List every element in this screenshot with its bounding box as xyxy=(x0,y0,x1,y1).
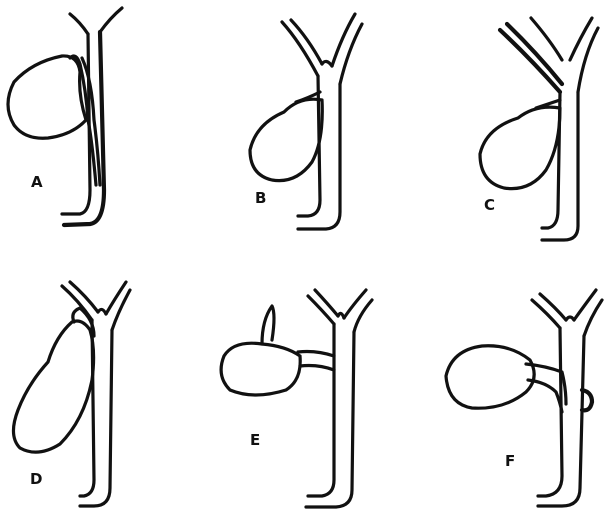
panel-b: B xyxy=(250,14,362,229)
panel-e: E xyxy=(221,290,372,507)
panel-c: C xyxy=(480,18,598,240)
panel-label-e: E xyxy=(250,431,260,449)
gallbladder xyxy=(446,346,534,408)
panel-label-d: D xyxy=(30,470,42,488)
panel-label-a: A xyxy=(31,173,43,191)
panel-label-c: C xyxy=(484,196,495,214)
panel-d: D xyxy=(13,282,130,506)
accessory-duct xyxy=(262,306,274,344)
panel-label-b: B xyxy=(255,189,266,207)
duct-tree xyxy=(500,18,598,240)
duct-tree xyxy=(306,290,372,507)
gallbladder xyxy=(221,343,300,395)
panel-f: F xyxy=(446,290,602,506)
gallbladder xyxy=(480,107,560,189)
cystic-duct xyxy=(298,352,334,371)
panel-a: A xyxy=(8,8,122,225)
gallbladder xyxy=(250,99,322,180)
gallbladder xyxy=(13,321,93,452)
duct-tree xyxy=(62,8,122,225)
panel-label-f: F xyxy=(505,452,515,470)
gallbladder xyxy=(8,56,86,138)
